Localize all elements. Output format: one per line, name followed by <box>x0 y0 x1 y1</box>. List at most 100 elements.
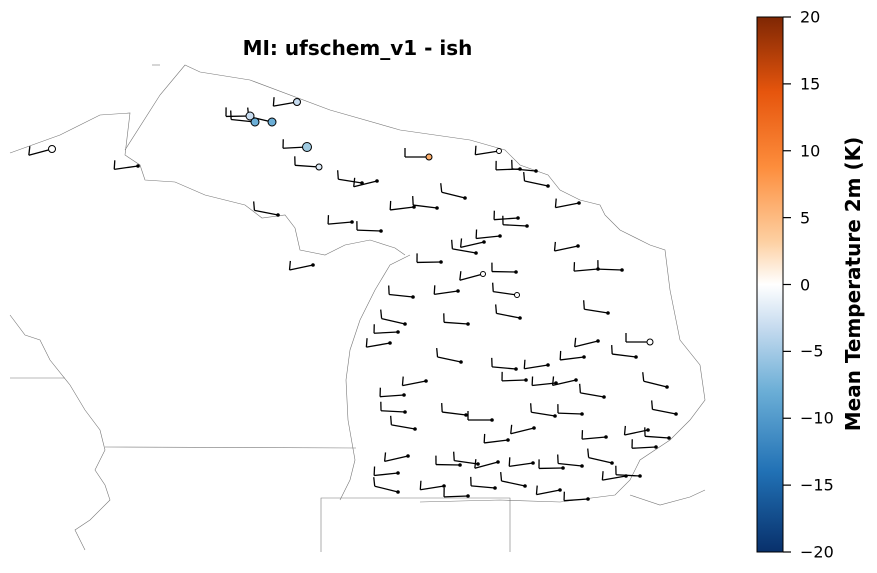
wind-barb-feather <box>623 425 627 436</box>
wind-barb-feather <box>459 238 463 248</box>
station-dot <box>466 494 470 498</box>
station-dot <box>586 497 590 501</box>
station-dot <box>396 471 400 475</box>
wind-barb-shaft <box>501 480 526 487</box>
colorbar-label: Mean Temperature 2m (K) <box>841 136 865 432</box>
station-dot <box>577 201 581 205</box>
wind-barb-shaft <box>289 264 314 271</box>
colorbar-tick-label: −15 <box>800 475 834 495</box>
station-temp-marker <box>425 153 433 161</box>
station-dot <box>396 490 400 494</box>
station-dot <box>412 205 416 209</box>
station-dot <box>498 234 502 238</box>
wind-barb-feather <box>587 448 590 458</box>
station-dot <box>514 367 518 371</box>
wind-barb-shaft <box>380 410 406 413</box>
wind-barb-shaft <box>381 317 406 325</box>
colorbar <box>756 16 791 553</box>
wind-barb-shaft <box>509 462 534 467</box>
indiana-border <box>104 446 357 449</box>
wind-barb-shaft <box>380 394 405 398</box>
wind-barb-feather <box>535 485 538 495</box>
station-dot <box>276 213 280 217</box>
station-dot <box>561 466 565 470</box>
wind-barb-feather <box>272 97 275 107</box>
station-dot <box>610 461 614 465</box>
wind-barb-shaft <box>475 150 500 156</box>
colorbar-tick-label: −20 <box>800 542 834 562</box>
lower-peninsula-coast <box>339 254 411 501</box>
colorbar-tick-label: 0 <box>800 275 811 294</box>
station-temp-marker <box>496 148 502 154</box>
colorbar-tick-marks <box>783 16 791 553</box>
station-dot <box>439 260 443 264</box>
wind-barb-shaft <box>452 248 477 254</box>
wind-barb-feather <box>554 198 557 208</box>
wind-barb-shaft <box>582 436 607 440</box>
wind-barb-feather <box>373 477 376 487</box>
station-dot <box>516 216 520 220</box>
station-dot <box>435 206 439 210</box>
wind-barb-shaft <box>558 462 583 467</box>
map-title: MI: ufschem_v1 - ish <box>242 36 473 60</box>
colorbar-gradient <box>756 16 784 553</box>
station-dot <box>379 229 383 233</box>
wind-barb-shaft <box>434 290 459 295</box>
wind-barb-shaft <box>441 191 466 199</box>
station-temp-marker <box>293 98 301 106</box>
wind-barb-shaft <box>437 356 462 363</box>
station-dot <box>406 454 410 458</box>
station-dot <box>442 484 446 488</box>
station-dot <box>667 436 671 440</box>
wind-barb-shaft <box>501 379 527 382</box>
wind-barb-feather <box>574 337 577 347</box>
wind-barb-shaft <box>28 148 53 156</box>
station-dot <box>514 270 518 274</box>
colorbar-tick-label: −10 <box>800 408 834 428</box>
station-dot <box>580 464 584 468</box>
station-temp-marker <box>315 163 323 171</box>
wind-barb-feather <box>453 451 455 461</box>
station-dot <box>546 184 550 188</box>
wind-barb-feather <box>601 471 604 481</box>
wind-barb-shaft <box>420 485 445 491</box>
wind-barb-shaft <box>391 424 416 430</box>
wind-barb-feather <box>530 403 532 413</box>
station-dot <box>136 164 140 168</box>
station-dot <box>525 224 529 228</box>
station-dot <box>574 378 578 382</box>
wind-barb-shaft <box>496 312 521 319</box>
station-dot <box>403 322 407 326</box>
station-dot <box>576 244 580 248</box>
wind-barb-shaft <box>574 268 599 272</box>
wind-barb-feather <box>474 459 477 469</box>
station-dot <box>424 379 428 383</box>
wind-barb-feather <box>288 260 292 271</box>
wind-barb-shaft <box>413 204 438 209</box>
wind-barb-shaft <box>531 411 556 417</box>
wind-barb-shaft <box>353 180 378 188</box>
wind-barb-shaft <box>356 229 382 232</box>
station-dot <box>546 363 550 367</box>
wind-barb-feather <box>642 372 645 382</box>
wind-barb-shaft <box>631 446 657 449</box>
wisconsin-coast <box>9 314 111 551</box>
wind-barb-feather <box>113 160 116 170</box>
wind-barb-shaft <box>460 241 485 249</box>
colorbar-tick-label: 15 <box>800 74 821 94</box>
colorbar-tick-label: −5 <box>800 341 824 361</box>
ontario-shore <box>629 489 706 506</box>
wind-barb-shaft <box>557 412 583 415</box>
wind-barb-feather <box>579 383 582 393</box>
station-dot <box>466 322 470 326</box>
wind-barb-shaft <box>373 331 399 334</box>
station-dot <box>654 445 658 449</box>
wind-barb-feather <box>474 145 477 155</box>
station-temp-marker <box>302 142 312 152</box>
wind-barb-feather <box>380 309 383 319</box>
station-temp-marker <box>514 292 520 298</box>
station-dot <box>506 438 510 442</box>
wind-barb-shaft <box>390 206 415 211</box>
station-dot <box>464 413 468 417</box>
wind-barb-shaft <box>328 221 353 225</box>
